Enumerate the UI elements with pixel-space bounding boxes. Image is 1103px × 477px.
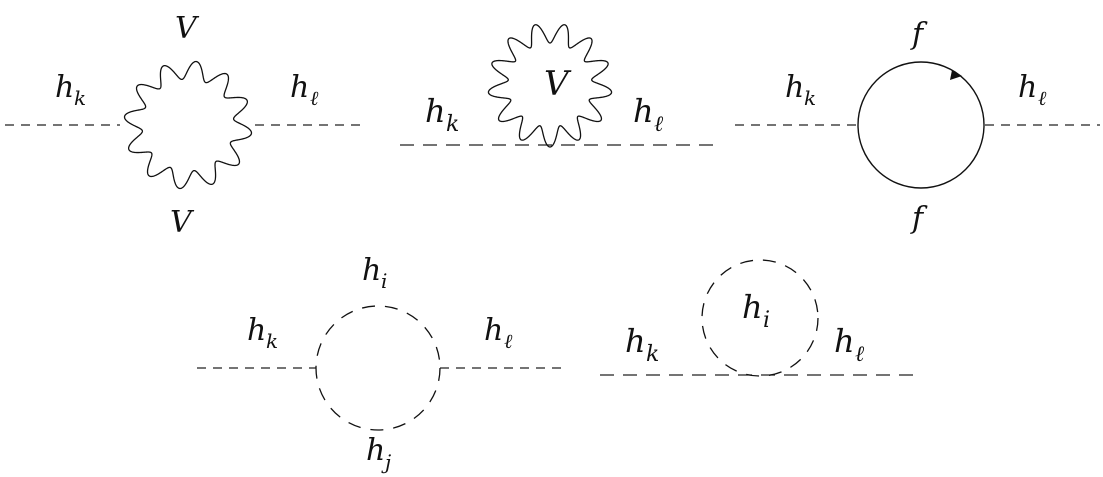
- diagram-fermion-loop: h k h ℓ f f: [735, 17, 1100, 236]
- diagram-scalar-tadpole: h k h ℓ h i: [600, 259, 920, 377]
- label-out-main: h: [290, 70, 309, 105]
- vector-propagator-loop: [487, 24, 613, 148]
- label-top: f: [910, 17, 928, 52]
- label-in-sub: k: [266, 329, 278, 353]
- diagram-vector-bubble: h k h ℓ V V: [5, 11, 365, 240]
- label-in-main: h: [55, 70, 74, 105]
- vector-propagator-upper: [123, 60, 249, 126]
- label-loop-main: h: [742, 288, 763, 326]
- label-loop: V: [544, 64, 572, 104]
- label-out-sub: ℓ: [310, 86, 319, 110]
- label-top-main: h: [362, 253, 381, 288]
- label-top-sub: i: [381, 269, 387, 293]
- label-out-sub: ℓ: [1038, 86, 1047, 110]
- label-in-main: h: [247, 313, 266, 348]
- label-out-sub: ℓ: [654, 112, 664, 137]
- scalar-propagator-loop: [701, 259, 819, 377]
- label-out-main: h: [834, 322, 855, 360]
- label-out-sub: ℓ: [504, 329, 513, 353]
- fermion-propagator-loop: [857, 61, 985, 189]
- diagram-vector-tadpole: h k h ℓ V: [400, 24, 720, 148]
- label-loop-sub: i: [763, 308, 770, 333]
- label-out-main: h: [633, 92, 654, 130]
- label-bottom-sub: j: [381, 450, 391, 474]
- label-out-main: h: [484, 313, 503, 348]
- diagram-scalar-bubble: h k h ℓ h i h j: [197, 253, 565, 474]
- label-in-sub: k: [804, 86, 816, 110]
- label-out-sub: ℓ: [855, 342, 865, 367]
- label-bottom: V: [170, 205, 195, 240]
- fermion-flow-arrow: [950, 70, 962, 80]
- label-out-main: h: [1018, 70, 1037, 105]
- label-in-sub: k: [646, 342, 659, 367]
- scalar-propagator-loop: [315, 305, 441, 431]
- vector-propagator-lower: [127, 124, 253, 190]
- label-in-sub: k: [74, 86, 86, 110]
- label-bottom: f: [910, 201, 928, 236]
- label-top: V: [175, 11, 200, 46]
- label-in-sub: k: [446, 112, 459, 137]
- label-in-main: h: [625, 322, 646, 360]
- label-in-main: h: [425, 92, 446, 130]
- label-in-main: h: [785, 70, 804, 105]
- label-bottom-main: h: [366, 433, 385, 468]
